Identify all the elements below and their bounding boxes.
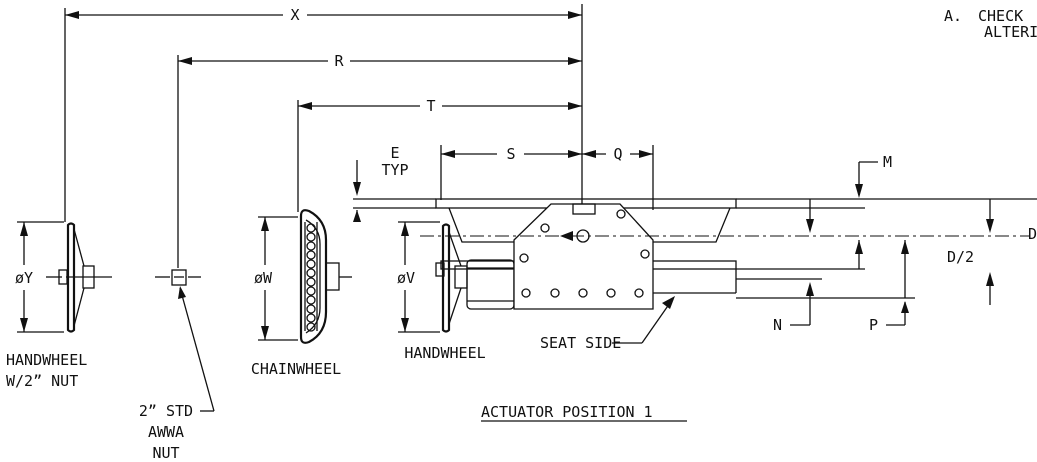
handwheel-nut-label-line2: W/2” NUT bbox=[6, 372, 78, 390]
dimension-m-label: M bbox=[883, 153, 892, 171]
dimension-n-label: N bbox=[773, 316, 782, 334]
dimension-x-label: X bbox=[290, 6, 299, 24]
dimension-d-half-label: D/2 bbox=[947, 248, 974, 266]
dimension-p-label: P bbox=[869, 316, 878, 334]
dimension-q: Q bbox=[582, 145, 654, 210]
dimension-p: P bbox=[869, 301, 909, 334]
dimension-q-label: Q bbox=[613, 145, 622, 163]
handwheel-nut-label-line1: HANDWHEEL bbox=[6, 351, 87, 369]
dimension-x: X bbox=[64, 6, 582, 222]
dimension-r-label: R bbox=[334, 52, 344, 70]
awwa-nut: 2” STD AWWA NUT bbox=[139, 269, 215, 462]
handwheel-with-nut: øY HANDWHEEL W/2” NUT bbox=[6, 221, 112, 390]
note-a-line1: CHECK bbox=[978, 7, 1023, 25]
awwa-nut-label-line2: AWWA bbox=[148, 423, 184, 441]
note-a-line2: ALTERI bbox=[984, 23, 1037, 41]
dimension-t: T bbox=[297, 97, 582, 212]
handwheel-label: HANDWHEEL bbox=[404, 344, 485, 362]
dimension-e-label: E bbox=[390, 144, 399, 162]
dimension-e-note: TYP bbox=[381, 161, 408, 179]
actuator-assembly: øV HANDWHEEL SEAT SIDE bbox=[397, 198, 1030, 362]
dimension-t-label: T bbox=[426, 97, 435, 115]
partial-right-edge-label: D bbox=[1028, 225, 1037, 243]
chain-links bbox=[306, 223, 316, 332]
dimension-e: E TYP bbox=[353, 144, 436, 222]
dimension-n: N bbox=[773, 282, 814, 334]
awwa-nut-label-line3: NUT bbox=[152, 444, 179, 462]
dimension-m: M bbox=[855, 153, 892, 198]
awwa-nut-label-line1: 2” STD bbox=[139, 402, 193, 420]
note-a-marker: A. bbox=[944, 7, 962, 25]
dimension-s-label: S bbox=[506, 145, 515, 163]
dimension-v-dia-label: øV bbox=[397, 269, 415, 287]
dimension-r: R bbox=[177, 52, 582, 268]
dimension-w-dia-label: øW bbox=[254, 269, 273, 287]
seat-side-label: SEAT SIDE bbox=[540, 334, 621, 352]
dimension-d-half: D/2 D bbox=[806, 199, 1037, 305]
dimension-y-dia-label: øY bbox=[15, 269, 33, 287]
chainwheel: øW CHAINWHEEL bbox=[251, 209, 352, 378]
actuator-position-title: ACTUATOR POSITION 1 bbox=[481, 403, 653, 421]
dimension-s: S bbox=[440, 145, 582, 200]
chainwheel-label: CHAINWHEEL bbox=[251, 360, 341, 378]
spool-lines bbox=[736, 198, 1037, 299]
